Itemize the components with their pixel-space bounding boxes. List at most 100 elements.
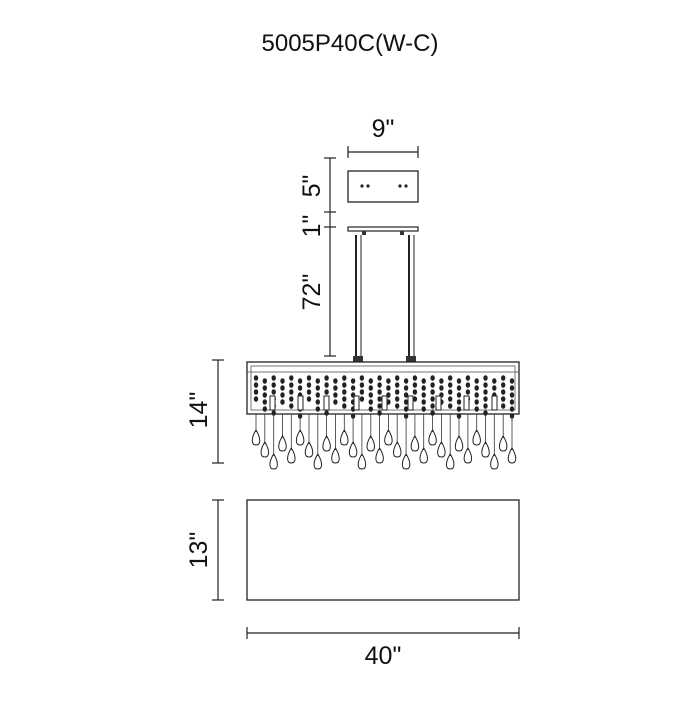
crystal-bead [368, 378, 373, 384]
crystal-bead [501, 382, 506, 388]
crystal-bead [315, 392, 320, 398]
crystal-bead [456, 406, 462, 412]
crystal-bead [262, 392, 267, 398]
crystal-bead [306, 375, 312, 381]
crystal-bead [280, 378, 285, 384]
crystal-teardrop [366, 435, 376, 452]
crystal-bead [315, 378, 320, 384]
candle-lights [269, 395, 498, 411]
crystal-bead [403, 406, 409, 412]
crystal-bead [271, 375, 276, 381]
crystal-bead [448, 375, 453, 381]
crystal-bead [359, 396, 365, 402]
crystal-bead [333, 378, 338, 384]
crystal-teardrop [251, 429, 261, 446]
overall-width-label: 40" [365, 642, 402, 670]
crystal-bead [377, 375, 382, 381]
crystal-bead [342, 396, 347, 402]
crystal-bead [368, 406, 373, 412]
crystal-bead [280, 385, 285, 391]
crystal-teardrop [384, 429, 393, 446]
crystal-bead [253, 389, 259, 395]
crystal-strands [253, 375, 515, 419]
crystal-bead [421, 399, 426, 405]
crystal-bead [368, 392, 373, 398]
crystal-bead [333, 399, 338, 405]
crystal-bead [456, 399, 462, 405]
candle-light [297, 395, 304, 411]
crystal-bead [456, 392, 462, 398]
canopy-width-label: 9" [372, 115, 395, 143]
suspension-rods [353, 235, 416, 362]
canopy-side-view [347, 226, 419, 235]
rod-length-label: 72" [298, 274, 326, 311]
crystal-bead [483, 403, 488, 409]
crystal-bead [430, 410, 435, 416]
crystal-bead [377, 382, 382, 388]
candle-light [435, 395, 442, 411]
crystal-teardrop [419, 447, 428, 464]
crystal-bead [395, 389, 400, 395]
crystal-teardrop [498, 435, 508, 452]
crystal-bead [492, 385, 497, 391]
crystal-bead [386, 378, 391, 384]
crystal-bead [483, 389, 488, 395]
candle-light [407, 395, 414, 411]
candle-light [463, 395, 470, 411]
crystal-bead [395, 375, 400, 381]
crystal-bead [465, 389, 471, 395]
crystal-bead [297, 378, 303, 384]
crystal-teardrop [481, 441, 490, 458]
crystal-teardrop [428, 429, 437, 446]
crystal-bead [315, 385, 320, 391]
crystal-bead [501, 403, 506, 409]
crystal-bead [430, 396, 435, 402]
crystal-bead [359, 375, 365, 381]
crystal-bead [403, 392, 409, 398]
crystal-bead [342, 375, 347, 381]
crystal-teardrop [490, 453, 499, 470]
crystal-bead [509, 385, 515, 391]
crystal-bead [342, 403, 347, 409]
crystal-bead [350, 378, 356, 384]
crystal-teardrop [375, 447, 384, 464]
crystal-bead [448, 382, 453, 388]
crystal-bead [474, 378, 479, 384]
candle-light [381, 395, 388, 411]
canopy-gap-label: 1" [298, 215, 326, 238]
crystal-bead [456, 385, 462, 391]
fixture-height-label: 14" [185, 392, 213, 429]
drum-shade [246, 499, 520, 601]
crystal-bead [501, 375, 506, 381]
crystal-bead [492, 378, 497, 384]
crystal-teardrop [445, 453, 455, 470]
crystal-bead [412, 389, 418, 395]
crystal-teardrop [304, 441, 314, 458]
crystal-teardrop [401, 453, 411, 470]
crystal-bead [474, 385, 479, 391]
crystal-bead [342, 382, 347, 388]
crystal-bead [430, 382, 435, 388]
crystal-bead [289, 375, 294, 381]
crystal-bead [395, 396, 400, 402]
crystal-bead [306, 382, 312, 388]
crystal-bead [368, 399, 373, 405]
crystal-bead [412, 375, 418, 381]
overall-width-dimension [246, 627, 520, 639]
crystal-bead [421, 378, 426, 384]
crystal-teardrop [472, 429, 481, 446]
crystal-teardrop [260, 441, 270, 458]
crystal-bead [430, 389, 435, 395]
crystal-bead [253, 382, 259, 388]
crystal-bead [509, 399, 515, 405]
crystal-bead [474, 406, 479, 412]
crystal-bead [412, 382, 418, 388]
crystal-bead [350, 385, 356, 391]
crystal-bead [289, 403, 294, 409]
crystal-bead [465, 375, 471, 381]
crystal-bead [474, 399, 479, 405]
crystal-bead [324, 375, 329, 381]
crystal-bead [377, 403, 382, 409]
crystal-bead [289, 382, 294, 388]
canopy-width-dimension: 9" [347, 115, 419, 158]
